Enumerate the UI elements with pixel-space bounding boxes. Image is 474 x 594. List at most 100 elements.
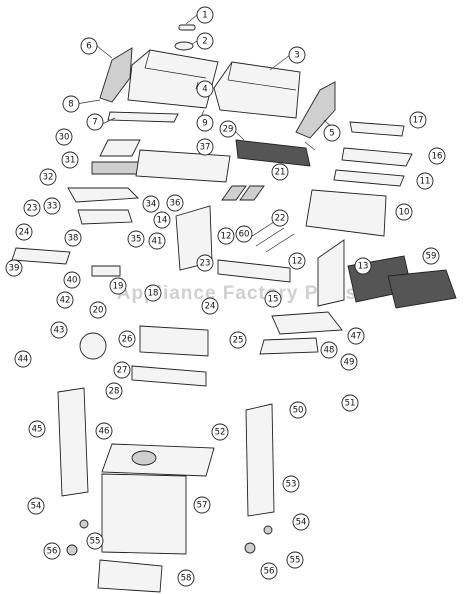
part-flame-tamer	[239, 185, 265, 201]
callout-18: 18	[144, 284, 162, 302]
part-rear-panel	[305, 189, 387, 237]
part-control-panel	[139, 325, 209, 357]
callout-number: 3	[294, 51, 299, 61]
callout-15: 15	[264, 290, 282, 308]
callout-54: 54	[27, 497, 45, 515]
callout-number: 25	[233, 336, 244, 346]
callout-52: 52	[211, 423, 229, 441]
part-right-cart-leg	[245, 403, 275, 517]
callout-number: 56	[264, 567, 275, 577]
callout-4: 4	[196, 80, 214, 98]
callout-51: 51	[341, 394, 359, 412]
callout-56: 56	[260, 562, 278, 580]
callout-number: 21	[275, 168, 286, 178]
callout-54: 54	[292, 513, 310, 531]
callout-23: 23	[23, 199, 41, 217]
callout-number: 36	[170, 199, 181, 209]
callout-number: 31	[65, 156, 76, 166]
callout-number: 19	[113, 282, 124, 292]
part-right-side-cap	[295, 81, 336, 139]
part-side-burner-head	[67, 187, 140, 203]
callout-number: 57	[197, 501, 208, 511]
callout-48: 48	[320, 341, 338, 359]
callout-53: 53	[282, 475, 300, 493]
callout-number: 53	[286, 480, 297, 490]
callout-number: 47	[351, 332, 362, 342]
part-left-cart-leg	[57, 387, 89, 497]
callout-number: 55	[290, 556, 301, 566]
callout-55: 55	[86, 532, 104, 550]
callout-number: 8	[68, 100, 73, 110]
callout-28: 28	[105, 382, 123, 400]
callout-number: 26	[122, 335, 133, 345]
part-left-side-cap	[99, 47, 133, 103]
part-drip-tray-holder	[259, 337, 319, 355]
callout-49: 49	[340, 353, 358, 371]
callout-number: 40	[67, 276, 78, 286]
callout-number: 58	[181, 574, 192, 584]
callout-number: 14	[157, 216, 168, 226]
callout-8: 8	[62, 95, 80, 113]
callout-number: 54	[296, 518, 307, 528]
callout-38: 38	[64, 229, 82, 247]
callout-58: 58	[177, 569, 195, 587]
watermark: Appliance Factory Parts	[116, 283, 358, 304]
callout-6: 6	[80, 37, 98, 55]
part-knob-cap	[178, 24, 196, 31]
callout-number: 12	[221, 232, 232, 242]
callout-number: 48	[324, 346, 335, 356]
callout-30: 30	[55, 128, 73, 146]
callout-42: 42	[56, 291, 74, 309]
callout-37: 37	[196, 138, 214, 156]
callout-17: 17	[409, 111, 427, 129]
part-wheel	[79, 519, 89, 529]
part-cart-door	[101, 473, 187, 555]
part-wheel	[244, 542, 256, 554]
callout-20: 20	[89, 301, 107, 319]
callout-26: 26	[118, 330, 136, 348]
part-bracket-16	[341, 147, 413, 167]
part-right-lid	[213, 61, 301, 119]
callout-number: 4	[202, 85, 207, 95]
part-bracket-11	[333, 169, 405, 187]
callout-43: 43	[50, 321, 68, 339]
callout-46: 46	[95, 422, 113, 440]
callout-number: 54	[31, 502, 42, 512]
callout-40: 40	[63, 271, 81, 289]
callout-2: 2	[196, 32, 214, 50]
callout-1: 1	[196, 6, 214, 24]
part-bottom-shelf	[101, 443, 215, 477]
callout-33: 33	[43, 197, 61, 215]
callout-number: 2	[202, 37, 207, 47]
callout-34: 34	[142, 195, 160, 213]
part-wheel	[66, 544, 78, 556]
callout-12: 12	[288, 252, 306, 270]
callout-number: 10	[399, 208, 410, 218]
part-control-panel-trim	[131, 365, 207, 387]
callout-9: 9	[196, 114, 214, 132]
callout-59: 59	[422, 247, 440, 265]
callout-23: 23	[196, 254, 214, 272]
callout-35: 35	[127, 230, 145, 248]
callout-number: 34	[146, 200, 157, 210]
callout-number: 45	[32, 425, 43, 435]
callout-57: 57	[193, 496, 211, 514]
callout-47: 47	[347, 327, 365, 345]
callout-number: 50	[293, 406, 304, 416]
callout-number: 7	[92, 118, 97, 128]
callout-number: 9	[202, 119, 207, 129]
callout-number: 52	[215, 428, 226, 438]
callout-number: 13	[358, 262, 369, 272]
callout-number: 24	[19, 228, 30, 238]
callout-3: 3	[288, 46, 306, 64]
callout-56: 56	[43, 542, 61, 560]
callout-45: 45	[28, 420, 46, 438]
callout-19: 19	[109, 277, 127, 295]
callout-29: 29	[219, 120, 237, 138]
callout-number: 35	[131, 235, 142, 245]
part-control-manifold	[217, 259, 291, 283]
callout-60: 60	[235, 225, 253, 243]
part-cooking-grate-right	[387, 269, 457, 309]
part-right-firebox-side	[317, 239, 345, 307]
callout-number: 51	[345, 399, 356, 409]
